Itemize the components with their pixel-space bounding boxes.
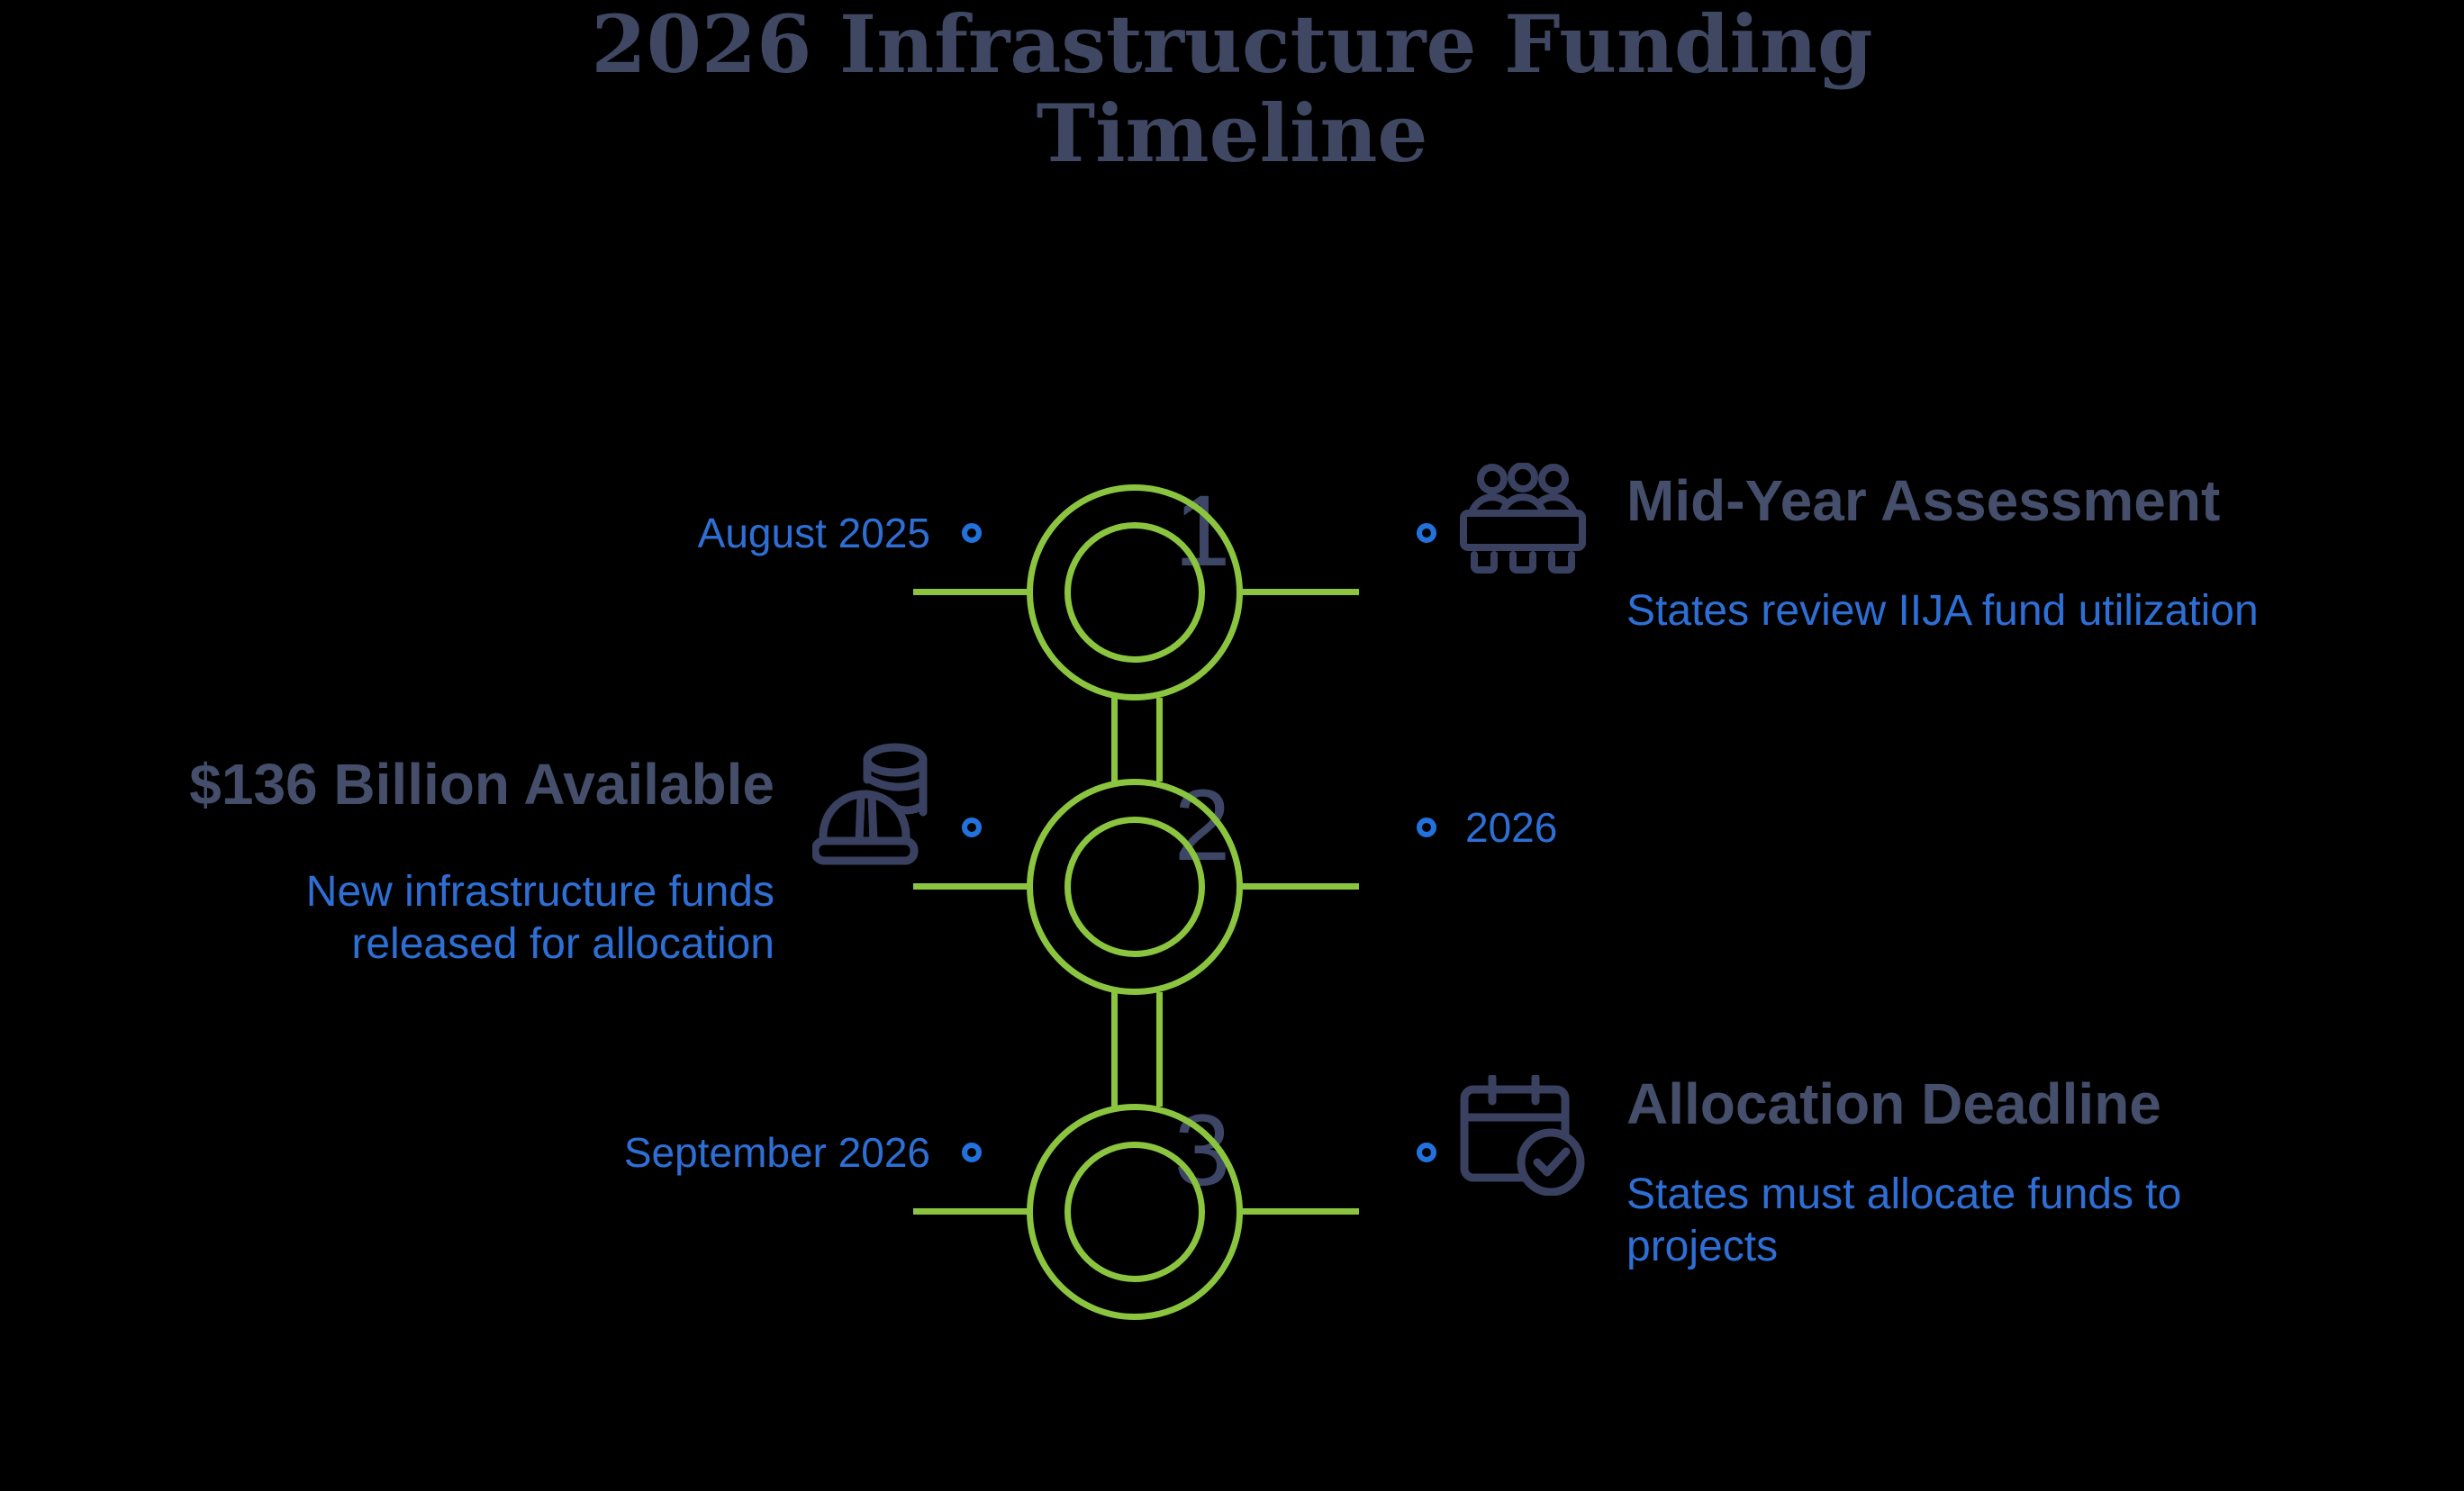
step3-outer-ring	[1027, 1104, 1243, 1320]
step1-heading: Mid-Year Assessment	[1626, 468, 2221, 533]
connector-line-1-2-left	[1111, 698, 1118, 782]
step3-description: States must allocate funds to projects	[1626, 1170, 2182, 1270]
title-line-2: Timeline	[1036, 86, 1428, 180]
step3-right-tick	[1242, 1208, 1359, 1215]
step2-left-tick	[913, 883, 1028, 890]
connector-line-2-3-right	[1156, 992, 1163, 1107]
step1-outer-ring	[1027, 484, 1243, 700]
step3-date-label: September 2026	[623, 1129, 930, 1176]
step2-description: New infrastructure funds released for al…	[305, 868, 775, 968]
step1-left-tick	[913, 589, 1028, 595]
step3-heading: Allocation Deadline	[1626, 1071, 2161, 1136]
step2-heading: $136 Billion Available	[189, 752, 775, 817]
connector-line-2-3-left	[1111, 992, 1118, 1107]
calendar-check-icon	[1460, 1075, 1586, 1196]
step1-description: States review IIJA fund utilization	[1626, 587, 2259, 635]
step2-date-label: 2026	[1465, 804, 1558, 851]
hardhat-coins-icon	[812, 736, 938, 873]
step3-left-marker-icon	[962, 1143, 982, 1162]
step3-inner-ring	[1064, 1142, 1205, 1282]
step2-right-tick	[1242, 883, 1359, 890]
step1-date-label: August 2025	[697, 510, 930, 556]
step2-left-marker-icon	[962, 818, 982, 837]
step1-left-marker-icon	[962, 523, 982, 543]
step1-right-tick	[1242, 589, 1359, 595]
title-line-1: 2026 Infrastructure Funding	[591, 0, 1873, 91]
connector-line-1-2-right	[1156, 698, 1163, 782]
step2-right-marker-icon	[1417, 818, 1436, 837]
step3-left-tick	[913, 1208, 1028, 1215]
meeting-people-icon	[1460, 463, 1586, 582]
step2-outer-ring	[1027, 779, 1243, 995]
step1-inner-ring	[1064, 522, 1205, 663]
step2-inner-ring	[1064, 817, 1205, 957]
step3-right-marker-icon	[1417, 1143, 1436, 1162]
step1-right-marker-icon	[1417, 523, 1436, 543]
